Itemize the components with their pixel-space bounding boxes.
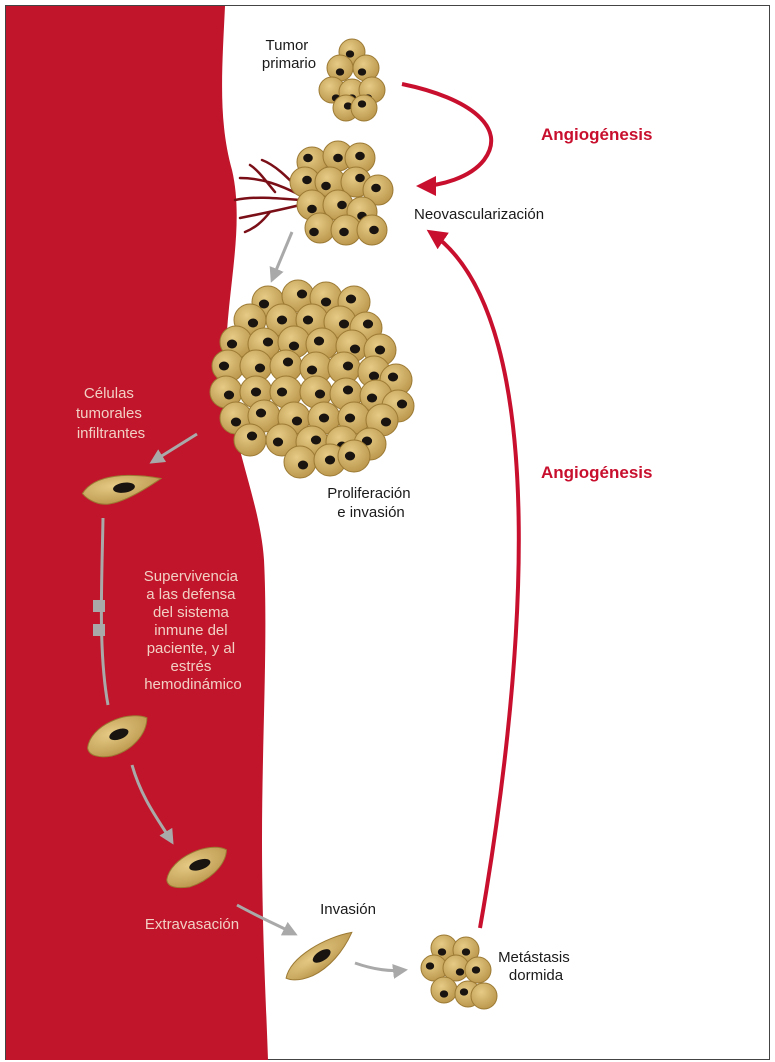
primary-tumor-cluster [319,39,385,121]
circulation-marker-2 [93,624,105,636]
tumor-cell [471,983,497,1009]
blood-vessel [6,6,268,1060]
label-tumor-primario: Tumor primario [262,37,316,72]
label-angiogenesis-mid: Angiogénesis [541,463,652,482]
label-angiogenesis-top: Angiogénesis [541,125,652,144]
tumor-cell [465,957,491,983]
tumor-cell [338,440,370,472]
angiogenesis-arrow-top [402,84,491,186]
label-extravasacion: Extravasación [145,916,239,933]
label-neovascularizacion: Neovascularización [414,206,544,223]
invading-cell [280,926,361,989]
label-metastasis-dormida: Metástasis dormida [498,949,574,984]
tumor-cell [357,215,387,245]
tumor-cell [284,446,316,478]
arrow-to-metastasis [355,963,405,971]
label-celulas-tumorales: Células tumorales infiltrantes [76,385,146,442]
tumor-cell [351,95,377,121]
tumor-cell [305,213,335,243]
label-invasion: Invasión [320,901,376,918]
angiogenesis-arrow-bottom [430,232,519,928]
proliferating-tumor-cluster [210,280,414,478]
tumor-cell [234,424,266,456]
dormant-metastasis-cluster [421,935,497,1009]
circulation-marker-1 [93,600,105,612]
neovascularized-tumor-cluster [290,141,393,245]
tumor-cell [431,977,457,1003]
label-proliferacion: Proliferación e invasión [327,485,415,521]
arrow-neo-to-proliferation [272,232,292,280]
